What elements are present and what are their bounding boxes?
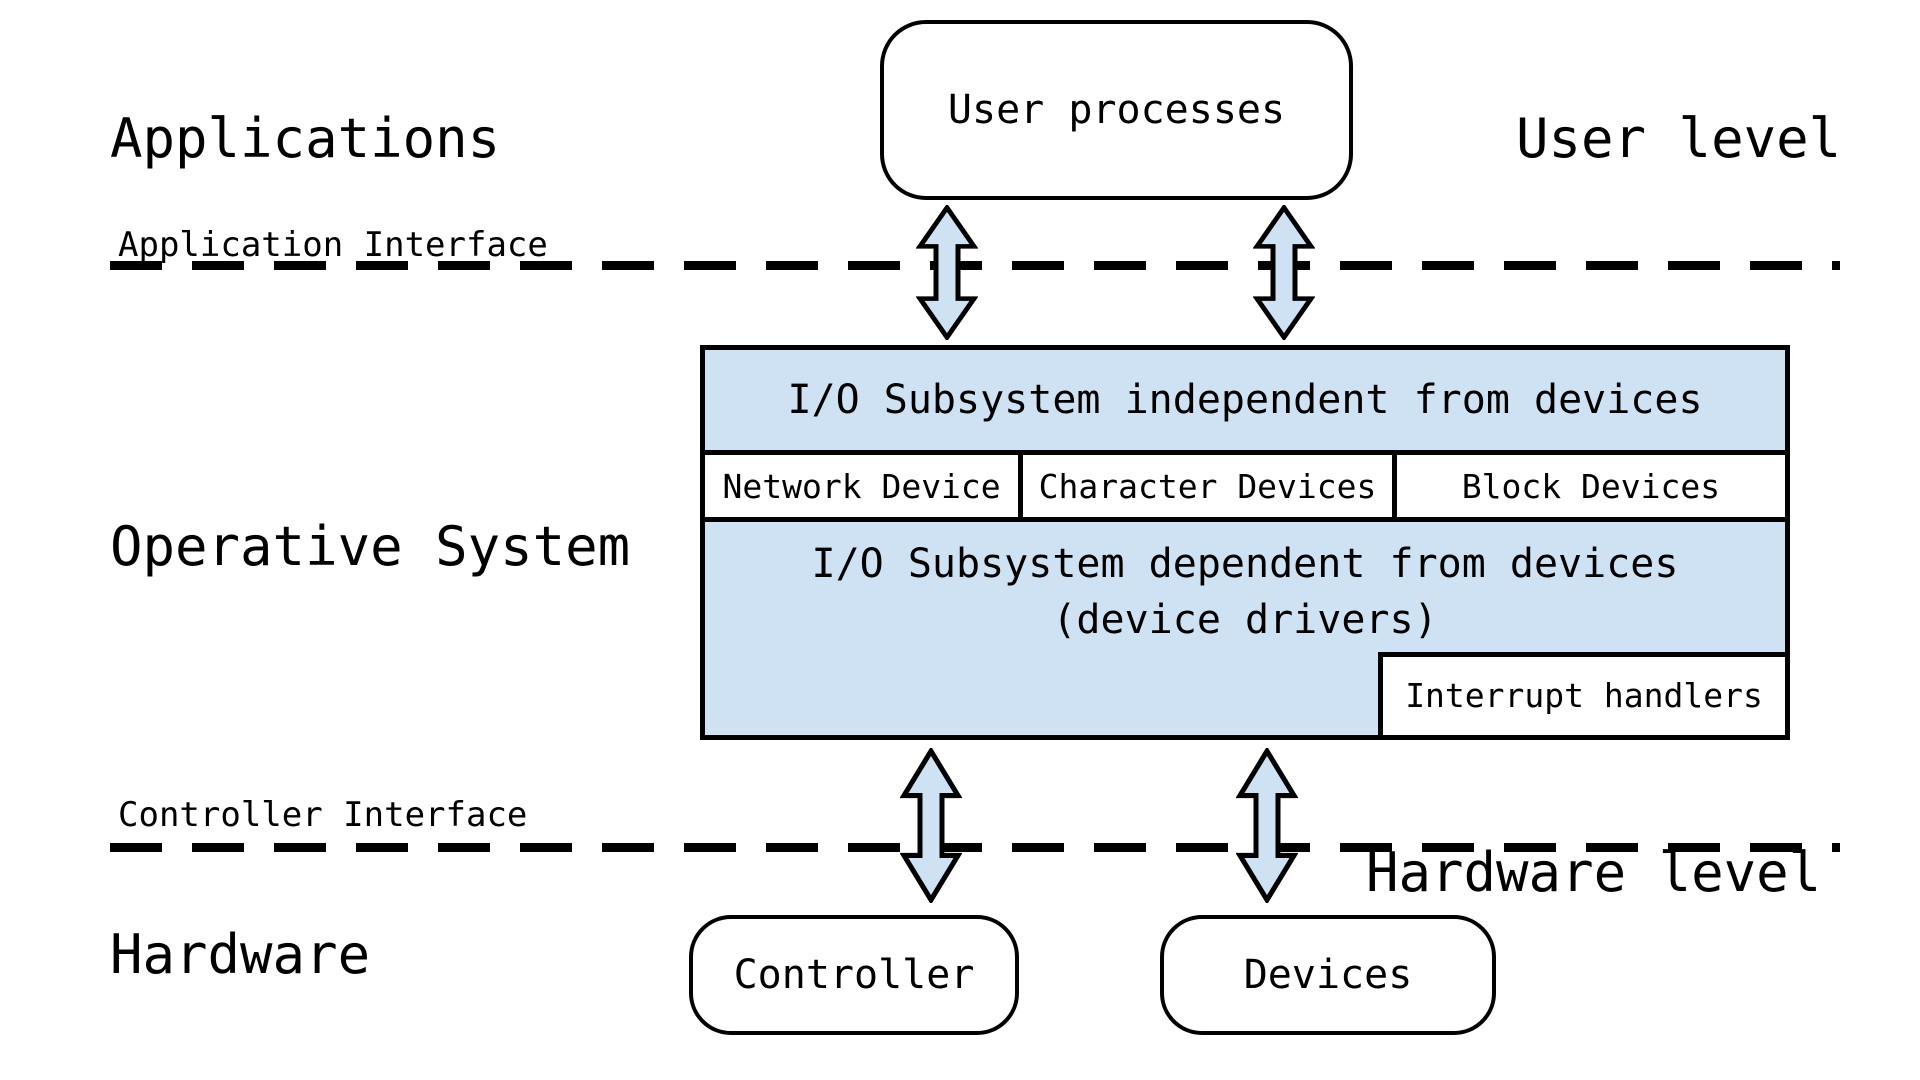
arrow-io-devices: [1236, 748, 1298, 903]
device-class-row: Network Device Character Devices Block D…: [705, 450, 1785, 522]
io-dependent-label-line1: I/O Subsystem dependent from devices: [811, 541, 1679, 587]
network-device-label: Network Device: [722, 466, 1001, 506]
arrow-user-io-right: [1253, 205, 1315, 340]
controller-interface-divider: [110, 843, 1840, 852]
character-devices-label: Character Devices: [1038, 466, 1377, 506]
label-operative-system: Operative System: [110, 515, 631, 578]
label-application-interface: Application Interface: [118, 225, 548, 265]
node-devices-label: Devices: [1243, 952, 1413, 998]
node-devices: Devices: [1160, 915, 1496, 1035]
interrupt-handlers-label: Interrupt handlers: [1405, 676, 1763, 715]
application-interface-divider: [110, 261, 1840, 270]
node-controller-label: Controller: [733, 952, 975, 998]
io-dependent-label-line2: (device drivers): [1052, 597, 1438, 643]
io-independent-layer: I/O Subsystem independent from devices: [705, 350, 1785, 450]
cell-character-devices: Character Devices: [1018, 455, 1392, 517]
double-arrow-icon: [1253, 205, 1315, 340]
label-hardware: Hardware: [110, 923, 371, 986]
interrupt-handlers-box: Interrupt handlers: [1378, 652, 1790, 740]
double-arrow-icon: [1236, 748, 1298, 903]
double-arrow-icon: [900, 748, 962, 903]
arrow-io-controller: [900, 748, 962, 903]
block-devices-label: Block Devices: [1461, 466, 1721, 506]
node-controller: Controller: [689, 915, 1019, 1035]
label-controller-interface: Controller Interface: [118, 795, 528, 835]
node-user-processes-label: User processes: [947, 87, 1286, 133]
double-arrow-icon: [916, 205, 978, 340]
label-applications: Applications: [110, 107, 501, 170]
cell-network-device: Network Device: [705, 455, 1018, 517]
io-subsystem-box: I/O Subsystem independent from devices N…: [700, 345, 1790, 740]
io-dependent-layer: I/O Subsystem dependent from devices (de…: [705, 522, 1790, 740]
label-user-level: User level: [1516, 107, 1842, 170]
io-independent-label: I/O Subsystem independent from devices: [787, 377, 1703, 423]
node-user-processes: User processes: [880, 20, 1353, 200]
label-hardware-level: Hardware level: [1366, 841, 1822, 904]
cell-block-devices: Block Devices: [1391, 455, 1785, 517]
arrow-user-io-left: [916, 205, 978, 340]
